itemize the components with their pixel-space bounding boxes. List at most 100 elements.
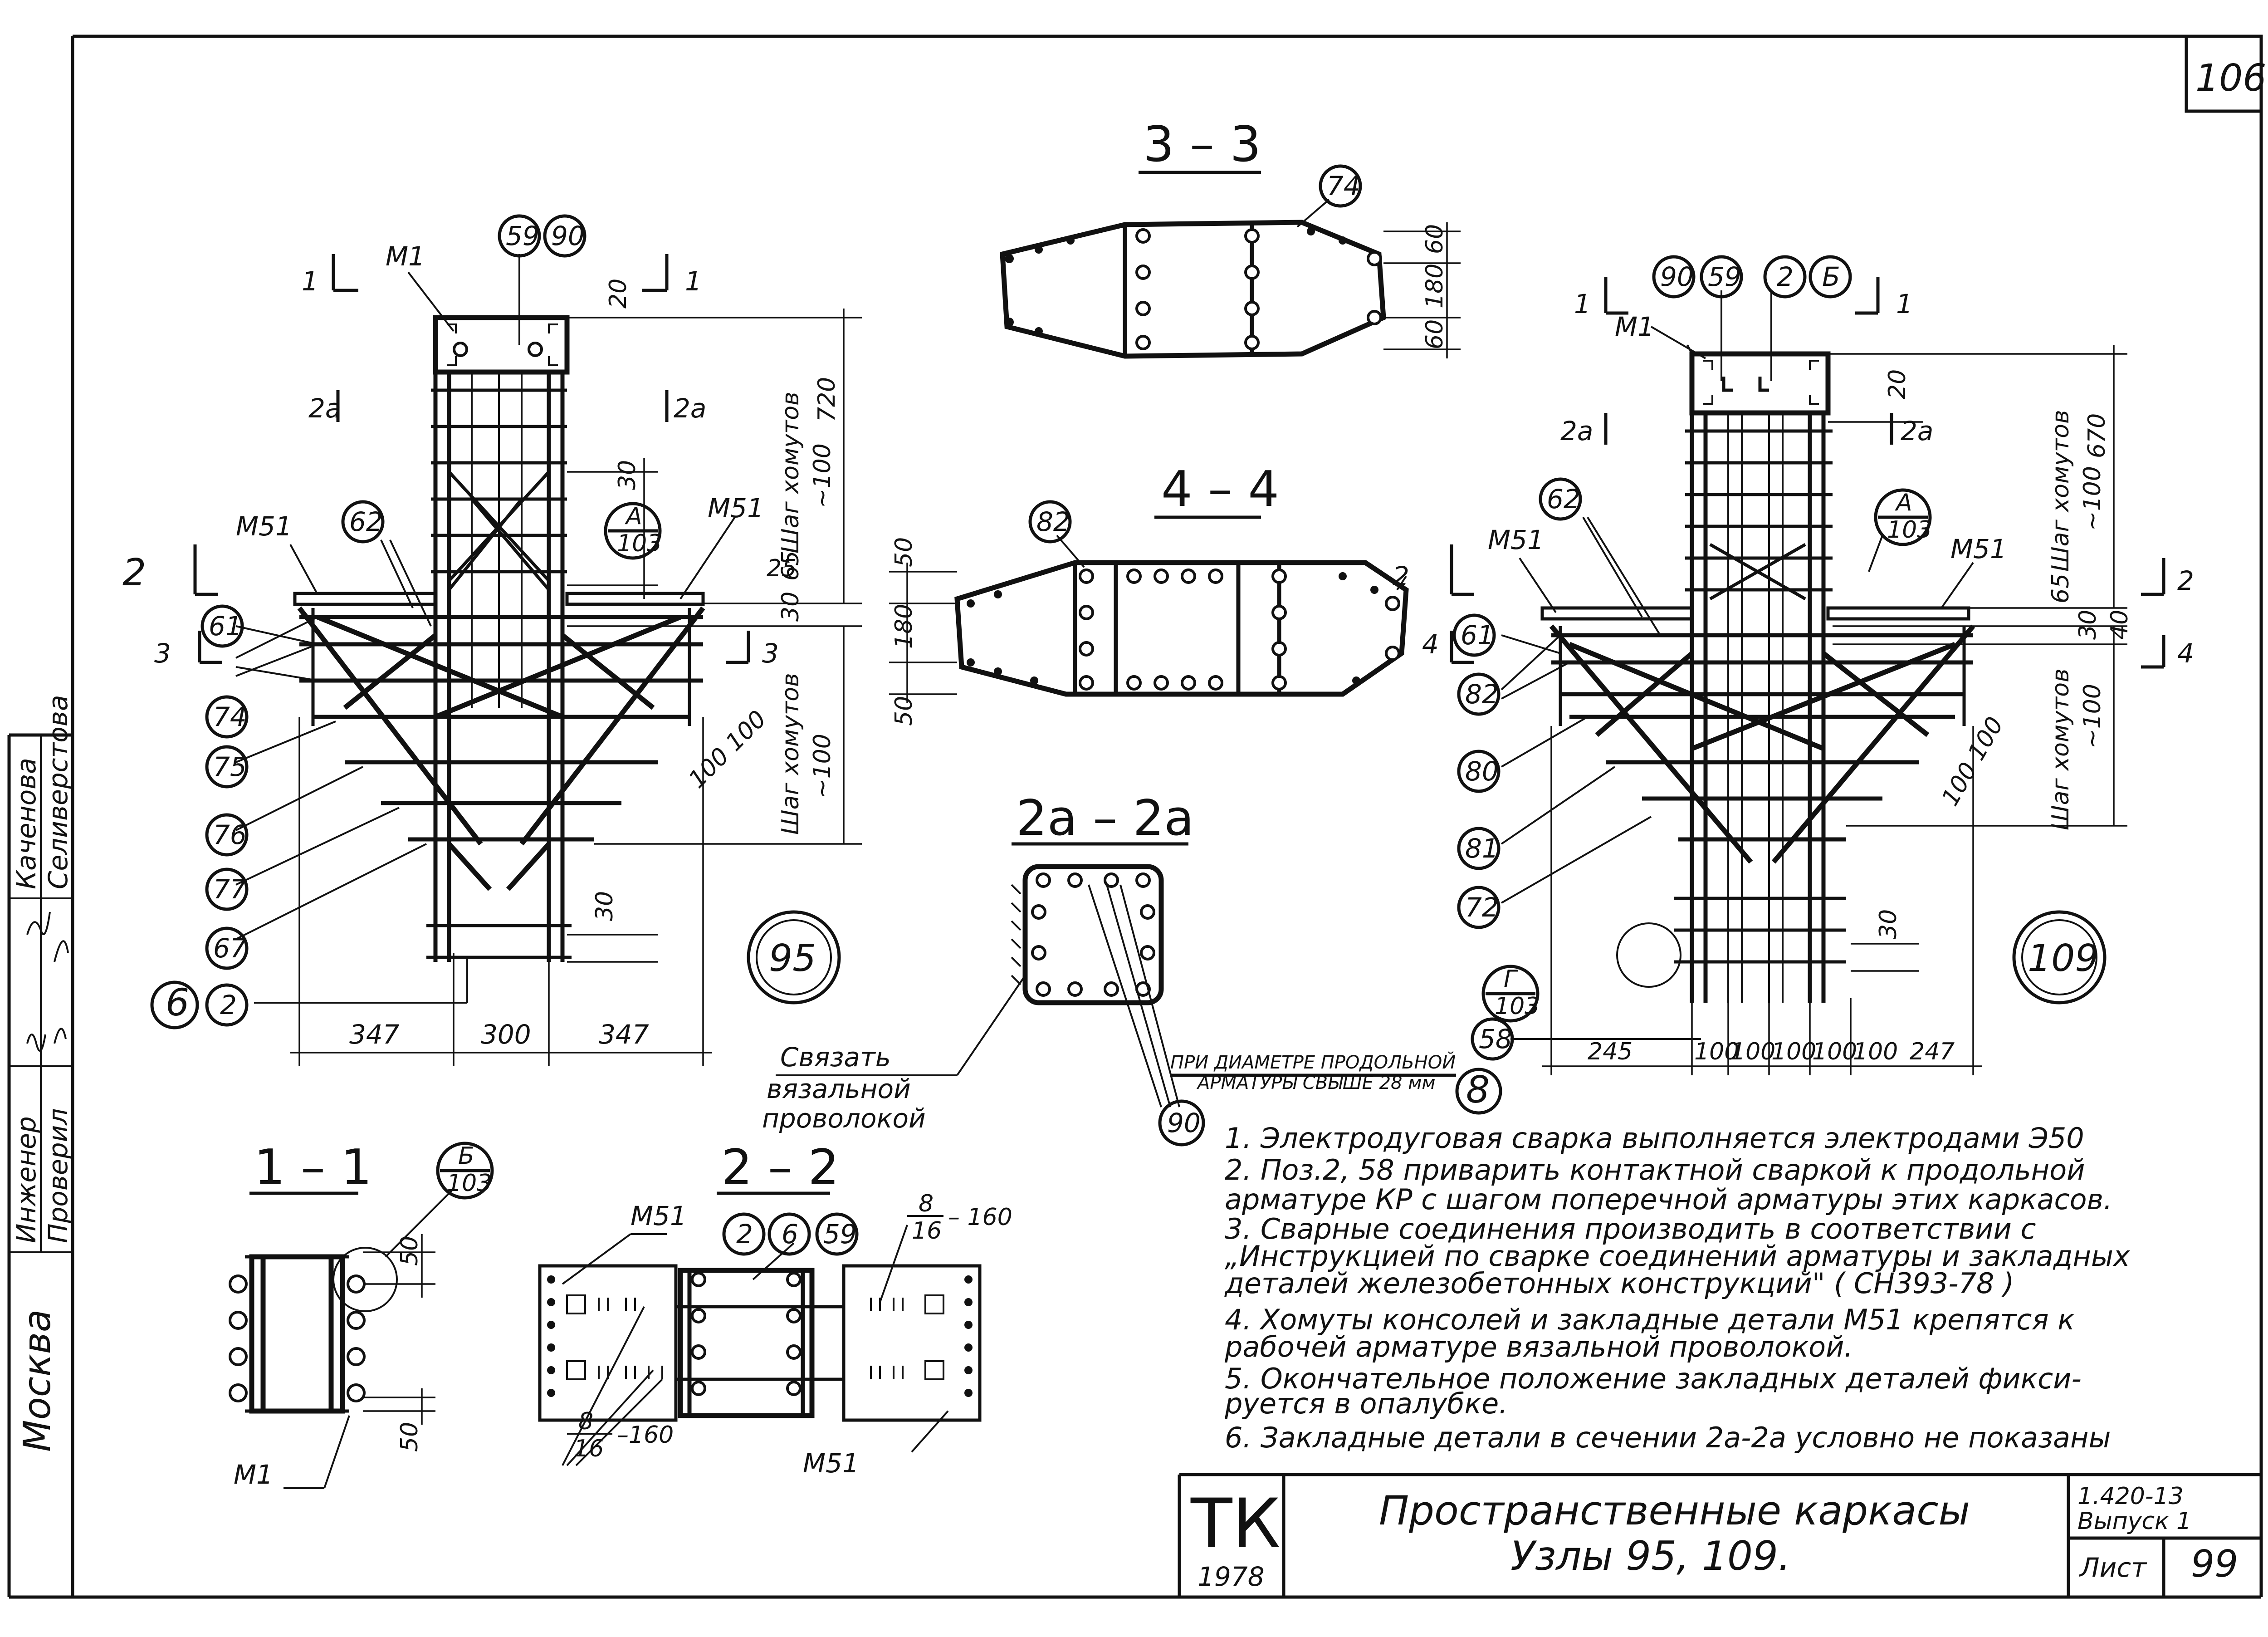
s22-spec-right-bot: 16 [912,1217,942,1245]
n95-w2: 300 [481,1019,531,1050]
tb-logo: ТК [1190,1485,1281,1563]
n95-m51-left: M51 [236,511,292,542]
n109-step-bot: Шаг хомутов [2047,668,2074,830]
n109-d30b: 30 [1875,909,1902,939]
note-2: 2. Поз.2, 58 приварить контактной сварко… [1225,1153,2085,1186]
n95-m51-right: M51 [708,493,764,524]
s2a-tie-2: вязальной [767,1073,911,1104]
n109-c59: 59 [1708,261,1741,292]
n109-d100b: ~100 [2079,684,2106,749]
note-3: арматуре КР с шагом поперечной арматуры … [1225,1183,2112,1216]
side-stamp [7,733,73,1599]
n109-m51-left: M51 [1488,524,1544,555]
note-5: „Инструкцией по сварке соединений армату… [1225,1240,2131,1273]
s11-cB-bot: 103 [447,1170,492,1197]
s22-spec-left-bot: 16 [574,1435,604,1462]
n109-c62: 62 [1547,484,1580,515]
section-4-4-title: 4 – 4 [1161,461,1279,518]
sheet-frame [68,34,2263,1599]
n95-c6: 6 [166,981,189,1024]
tb-sheet-no: 99 [2191,1543,2238,1586]
note-10: руется в опалубке. [1224,1387,1508,1420]
s22-c59: 59 [823,1219,857,1250]
n109-cut4: 4 [1422,629,1439,660]
n109-step-top: Шаг хомутов [2047,410,2074,572]
n109-c80: 80 [1465,756,1499,787]
n95-d30c: 30 [591,891,618,921]
note-8: рабочей арматуре вязальной проволокой. [1224,1330,1853,1363]
s2a-tie-1: Связать [780,1042,891,1073]
s22-spec-left-len: –160 [617,1421,674,1449]
tb-title-2: Узлы 95, 109. [1510,1533,1791,1579]
n95-c76: 76 [213,819,247,850]
n109-d40: 40 [2106,610,2133,640]
n109-detail-a-top: A [1895,489,1912,516]
n95-c59: 59 [506,221,539,251]
note-1: 1. Электродуговая сварка выполняется эле… [1225,1122,2084,1155]
n109-c72: 72 [1465,892,1499,923]
n109-m1: M1 [1615,311,1654,342]
n109-w3: 100 [1771,1038,1816,1065]
n95-cut2ar: 2a [674,393,706,424]
n95-d100100: 100 100 [684,706,772,794]
node-109-drawing [1450,255,2165,1075]
page-number: 106 [2195,57,2267,100]
section-2a-title: 2a – 2a [1016,790,1194,847]
section-4-4-drawing [889,500,1409,703]
n95-step-bot: Шаг хомутов [777,673,804,835]
node-95-drawing [150,214,862,1066]
s33-c74: 74 [1327,171,1360,201]
n109-c58: 58 [1479,1024,1512,1054]
n109-m51-right: M51 [1950,534,2007,564]
s22-spec-left-top: 8 [578,1408,593,1435]
section-3-3-title: 3 – 3 [1143,116,1261,173]
n95-c2: 2 [220,990,237,1020]
n109-detail-g-top: Г [1504,966,1519,993]
n109-w0: 245 [1588,1038,1633,1065]
section-3-3-drawing [1000,164,1461,359]
section-2a-drawing [776,864,1502,1147]
n109-d100a: ~100 [2079,466,2106,531]
n109-cB: Б [1822,261,1840,292]
n95-c77: 77 [213,874,247,905]
n95-c74: 74 [213,701,247,732]
stamp-signature-2 [26,912,69,962]
n95-detail-a-bot: 103 [617,530,662,557]
s2a-c8: 8 [1466,1068,1490,1112]
s2a-note-1: ПРИ ДИАМЕТРЕ ПРОДОЛЬНОЙ [1170,1051,1456,1073]
s22-c2: 2 [736,1219,753,1250]
notes-block: 1. Электродуговая сварка выполняется эле… [1224,1122,2131,1454]
node-109-id: 109 [2028,937,2099,980]
n109-d30: 30 [2074,610,2102,640]
n95-detail-a-top: A [625,503,642,530]
s2a-tie-3: проволокой [762,1103,926,1134]
s33-d60b: 60 [1421,319,1448,349]
tb-title-1: Пространственные каркасы [1379,1487,1970,1534]
n95-cut1: 1 [302,266,318,297]
n95-cut2a: 2a [308,393,341,424]
section-2-2-title: 2 – 2 [721,1139,839,1196]
s44-mark2: 2 [1393,561,1409,592]
n109-c81: 81 [1465,833,1499,864]
note-11: 6. Закладные детали в сечении 2а-2а усло… [1225,1421,2111,1454]
n95-d30a: 30 [614,460,641,490]
s11-d50a: 50 [396,1236,423,1266]
n109-w5: 100 [1853,1038,1898,1065]
n95-d20: 20 [605,279,632,309]
tb-issue: Выпуск 1 [2077,1508,2191,1535]
n95-w1: 347 [349,1019,400,1050]
n95-d100b: ~100 [809,734,836,799]
n109-cut4r: 4 [2177,638,2194,669]
s22-m51-top: M51 [631,1201,687,1231]
n95-cut1r: 1 [685,266,702,297]
stamp-checker-name: Селиверстова [43,695,73,889]
s22-spec-right-len: – 160 [948,1204,1012,1231]
node-95-id: 95 [769,937,816,980]
stamp-city: Москва [16,1309,59,1452]
n109-c61: 61 [1461,620,1494,651]
n95-step-top: Шаг хомутов [777,392,804,554]
s11-cB-top: Б [458,1142,474,1170]
n95-c61: 61 [209,611,242,642]
s33-d180: 180 [1421,264,1448,309]
